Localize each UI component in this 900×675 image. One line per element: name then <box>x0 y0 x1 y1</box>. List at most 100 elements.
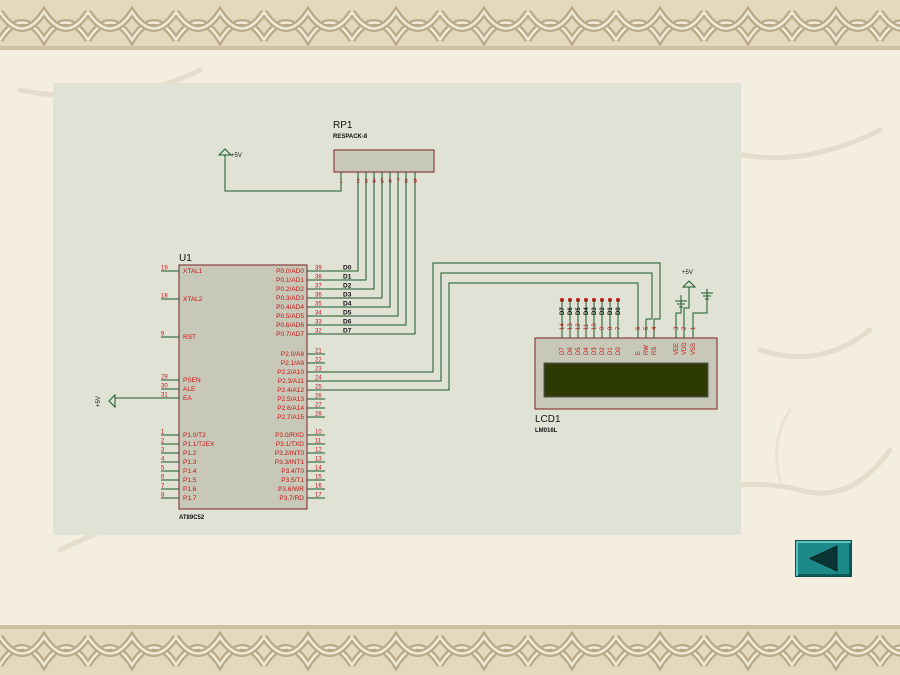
lcd-bus-label: D6 <box>568 307 574 315</box>
u1-pin-name: P3.1/TXD <box>276 441 304 448</box>
u1-pin-name: P2.1/A9 <box>281 360 305 367</box>
rp1-ref: RP1 <box>333 120 353 131</box>
wire <box>325 282 639 391</box>
lcd-pin-number: 3 <box>674 326 680 330</box>
u1-pin-number: 29 <box>161 375 168 381</box>
u1-pin-number: 3 <box>161 448 165 454</box>
u1-pin-name: P2.5/A13 <box>277 396 304 403</box>
bus-label: D6 <box>343 319 352 326</box>
lcd-pin-name: D1 <box>608 347 614 355</box>
u1-pin-number: 15 <box>315 475 322 481</box>
bus-label: D3 <box>343 292 352 299</box>
back-button[interactable] <box>795 540 852 577</box>
u1-pin-name: P0.1/AD1 <box>276 277 304 284</box>
wire <box>325 186 375 290</box>
lcd-bus-label: D7 <box>560 307 566 315</box>
u1-pin-number: 10 <box>315 430 322 436</box>
lcd-bus-label: D4 <box>584 307 590 315</box>
u1-pin-name: ALE <box>183 386 196 393</box>
rp1-pin-number: 3 <box>365 179 369 185</box>
u1-pin-name: P0.4/AD4 <box>276 304 304 311</box>
u1-pin-number: 22 <box>315 358 322 364</box>
lcd-pin-number: 10 <box>592 323 598 330</box>
ground-symbols <box>675 289 713 308</box>
u1-pin-number: 33 <box>315 320 322 326</box>
bus-label: D1 <box>343 274 352 281</box>
u1-pin-name: P2.7/A15 <box>277 414 304 421</box>
u1-pin-number: 4 <box>161 457 165 463</box>
lcd-bus-label: D0 <box>616 307 622 315</box>
wire <box>325 272 653 382</box>
lcd-pin-name: E <box>636 351 642 355</box>
u1-ref: U1 <box>179 253 192 264</box>
u1-pin-name: P1.2 <box>183 450 197 457</box>
rp1-pin-number: 7 <box>397 179 401 185</box>
u1-body <box>178 264 308 510</box>
ground-icon <box>701 289 713 300</box>
lcd1-ref: LCD1 <box>535 414 561 425</box>
u1-pin-number: 19 <box>161 266 168 272</box>
u1-pin-number: 18 <box>161 294 168 300</box>
lcd-bus-label: D5 <box>576 307 582 315</box>
u1-pin-number: 24 <box>315 376 322 382</box>
u1-pin-number: 28 <box>315 412 322 418</box>
u1-pin-name: P2.2/A10 <box>277 369 304 376</box>
u1-pin-name: XTAL2 <box>183 296 203 303</box>
rp1-pin-number: 6 <box>389 179 393 185</box>
lcd-pin-number: 1 <box>691 326 697 330</box>
u1-pin-number: 37 <box>315 284 322 290</box>
lcd-pin-number: 14 <box>560 323 566 330</box>
u1-pin-name: PSEN <box>183 377 201 384</box>
bus-label: D5 <box>343 310 352 317</box>
lcd1-display: LCD1 LM016L 14D713D612D511D410D39D28D17D… <box>534 298 718 434</box>
wire <box>325 262 661 373</box>
u1-pin-number: 23 <box>315 367 322 373</box>
u1-pin-name: P3.7/RD <box>279 495 304 502</box>
u1-pin-name: P0.3/AD3 <box>276 295 304 302</box>
bus-label: D7 <box>343 328 352 335</box>
u1-pin-number: 26 <box>315 394 322 400</box>
lcd1-part: LM016L <box>535 428 558 434</box>
lcd-pin-number: 9 <box>600 326 606 330</box>
lcd-pin-name: VEE <box>674 343 680 355</box>
u1-pin-number: 27 <box>315 403 322 409</box>
lcd-pin-name: D7 <box>560 347 566 355</box>
rp1-pin-number: 5 <box>381 179 385 185</box>
u1-pin-name: P1.7 <box>183 495 197 502</box>
u1-pin-number: 7 <box>161 484 165 490</box>
u1-pin-name: P2.0/A8 <box>281 351 305 358</box>
u1-pin-name: P3.2/INT0 <box>275 450 305 457</box>
lcd-pin-name: RS <box>652 347 658 355</box>
triangle-left-icon <box>808 545 838 572</box>
lcd-pin-name: D0 <box>616 347 622 355</box>
bus-label: D4 <box>343 301 352 308</box>
lcd-pin-name: D6 <box>568 347 574 355</box>
lcd-pin-number: 8 <box>608 326 614 330</box>
wire <box>683 287 690 319</box>
u1-pin-number: 6 <box>161 475 165 481</box>
rp1-pin-number: 9 <box>414 179 418 185</box>
power-arrow-icon <box>681 280 697 288</box>
wire <box>325 186 416 335</box>
u1-right-pins: 39P0.0/AD038P0.1/AD137P0.2/AD236P0.3/AD3… <box>275 266 325 502</box>
u1-pin-number: 36 <box>315 293 322 299</box>
u1-pin-name: P1.5 <box>183 477 197 484</box>
u1-pin-name: P3.0/RXD <box>275 432 304 439</box>
ground-icon <box>675 295 687 308</box>
power-arrow-icon <box>108 393 116 409</box>
lcd-bus-label: D2 <box>600 307 606 315</box>
u1-pin-name: P1.0/T2 <box>183 432 206 439</box>
lcd-pin-name: D4 <box>584 347 590 355</box>
u1-pin-number: 25 <box>315 385 322 391</box>
wire <box>325 186 391 308</box>
u1-pin-name: P2.3/A11 <box>278 378 305 385</box>
u1-pin-name: P1.6 <box>183 486 197 493</box>
lcd-pin-number: 7 <box>616 326 622 330</box>
u1-pin-number: 17 <box>315 493 322 499</box>
wire <box>325 186 407 326</box>
